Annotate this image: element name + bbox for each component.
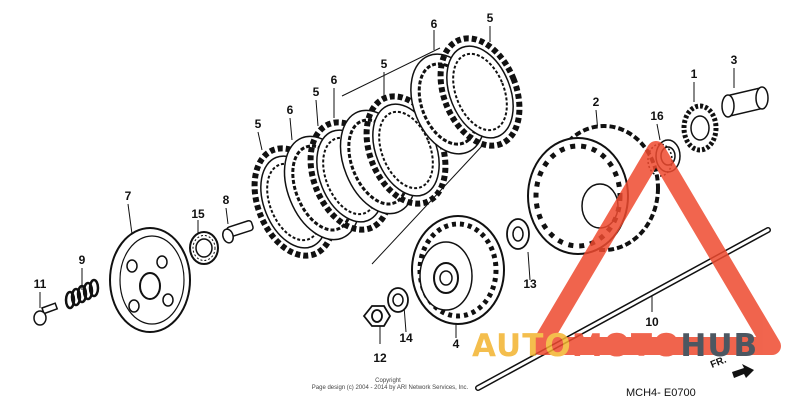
clutch-center-part-4	[411, 215, 505, 325]
watermark-word-moto: MOTO	[572, 328, 681, 364]
callout-13: 13	[523, 277, 537, 291]
callout-4: 4	[453, 337, 460, 351]
callout-8: 8	[223, 193, 230, 207]
watermark-word-hub: HUB	[680, 328, 758, 364]
callout-15: 15	[191, 207, 205, 221]
nut-part-12	[362, 305, 392, 327]
callout-6: 6	[431, 17, 438, 31]
diagram-code: MCH4- E0700	[626, 387, 696, 399]
callout-12: 12	[373, 351, 387, 365]
callout-1: 1	[691, 67, 698, 81]
spring-part-9	[64, 278, 100, 310]
collar-part-3	[721, 86, 769, 118]
callout-5: 5	[313, 85, 320, 99]
watermark-triangle-icon	[531, 141, 781, 355]
automotohub-watermark: AUTOMOTOHUB	[472, 141, 781, 364]
washer-part-13	[506, 218, 530, 250]
callout-11: 11	[34, 277, 47, 291]
callout-5: 5	[487, 11, 494, 25]
bolt-part-11	[33, 302, 59, 326]
clutch-plate-stack	[251, 35, 523, 265]
callout-9: 9	[79, 253, 86, 267]
copyright-text: Page design (c) 2004 - 2014 by ARI Netwo…	[312, 385, 469, 391]
bearing-part-15	[189, 231, 219, 265]
callout-2: 2	[593, 95, 600, 109]
washer-part-14	[387, 287, 409, 313]
pressure-plate-part-7	[109, 227, 191, 333]
lifter-rod-part-8	[222, 219, 254, 244]
callout-6: 6	[287, 103, 294, 117]
callout-14: 14	[399, 331, 413, 345]
svg-text:AUTOMOTOHUB: AUTOMOTOHUB	[472, 328, 758, 364]
copyright-heading: Copyright	[375, 378, 401, 384]
callout-6: 6	[331, 73, 338, 87]
callout-5: 5	[255, 117, 262, 131]
callout-16: 16	[650, 109, 664, 123]
front-arrow-icon	[732, 364, 754, 378]
callout-7: 7	[125, 189, 132, 203]
callout-10: 10	[645, 315, 659, 329]
watermark-word-auto: AUTO	[472, 328, 572, 364]
callout-5: 5	[381, 57, 388, 71]
callout-3: 3	[731, 53, 738, 67]
oil-pump-gear-part-1	[681, 103, 719, 153]
